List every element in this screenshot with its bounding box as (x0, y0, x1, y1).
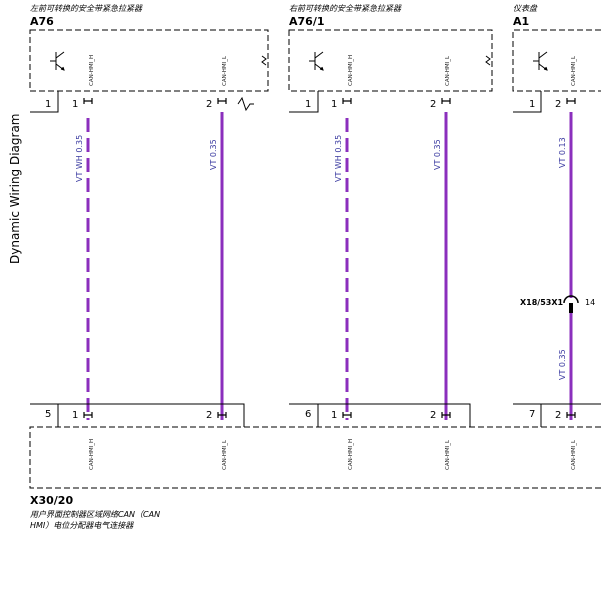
pin-number: 1 (72, 410, 78, 421)
pin-signal-label: CAN-HMI_L (445, 55, 451, 86)
component-id-a1[interactable]: A1 (513, 15, 529, 28)
transistor-icon (50, 51, 65, 71)
pin-signal-label: CAN-HMI_L (222, 439, 228, 470)
connector-number: 6 (305, 409, 311, 420)
component-id-a76[interactable]: A76 (30, 15, 54, 28)
pin-signal-label: CAN-HMI_H (89, 439, 95, 470)
component-box-a1 (512, 29, 601, 92)
pin-number: 2 (430, 99, 436, 110)
splice-label: X18/53X1 (520, 298, 564, 307)
pin-signal-label: CAN-HMI_L (571, 55, 577, 86)
connector-frame (30, 403, 601, 427)
wire-label: VT 0.35 (209, 139, 218, 170)
side-title: Dynamic Wiring Diagram (8, 114, 22, 265)
connector-frame (30, 91, 542, 113)
pin-number: 1 (331, 410, 337, 421)
pin-signal-label: CAN-HMI_H (348, 439, 354, 470)
component-box-x30-20 (29, 426, 601, 489)
pin-marker (83, 98, 576, 104)
pin-number: 2 (206, 99, 212, 110)
pin-signal-label: CAN-HMI_L (445, 439, 451, 470)
pin-number: 2 (555, 99, 561, 110)
component-id-x30-20[interactable]: X30/20 (30, 494, 73, 507)
pin-signal-label: CAN-HMI_L (222, 55, 228, 86)
connector-number: 1 (529, 99, 535, 110)
component-box-a76 (29, 29, 269, 92)
pin-number: 2 (555, 410, 561, 421)
wire-label: VT 0.13 (558, 137, 567, 168)
component-desc-x30-20-line2: HMI）电位分配器电气连接器 (30, 521, 134, 530)
pin-number: 2 (206, 410, 212, 421)
wire-label: VT WH 0.35 (75, 135, 84, 182)
component-desc-a1: 仪表盘 (513, 4, 538, 13)
connector-number: 7 (529, 409, 535, 420)
wire-label: VT 0.35 (558, 349, 567, 380)
connector-number: 1 (45, 99, 51, 110)
component-id-a76-1[interactable]: A76/1 (289, 15, 325, 28)
splice-connector-icon[interactable] (563, 295, 579, 313)
connector-number: 1 (305, 99, 311, 110)
zigzag-icon (237, 55, 491, 112)
splice-pin: 14 (585, 298, 595, 307)
transistor-icon (309, 51, 324, 71)
component-desc-x30-20-line1: 用户界面控制器区域网络CAN（CAN (30, 510, 160, 519)
pin-signal-label: CAN-HMI_H (89, 55, 95, 86)
component-box-a76-1 (288, 29, 493, 92)
pin-number: 1 (331, 99, 337, 110)
component-desc-a76: 左前可转换的安全带紧急拉紧器 (30, 4, 143, 13)
connector-number: 5 (45, 409, 51, 420)
transistor-icon (533, 51, 548, 71)
pin-marker (83, 412, 576, 418)
pin-signal-label: CAN-HMI_L (571, 439, 577, 470)
pin-number: 2 (430, 410, 436, 421)
wire-label: VT WH 0.35 (334, 135, 343, 182)
wire-label: VT 0.35 (433, 139, 442, 170)
pin-signal-label: CAN-HMI_H (348, 55, 354, 86)
component-desc-a76-1: 右前可转换的安全带紧急拉紧器 (289, 4, 402, 13)
pin-number: 1 (72, 99, 78, 110)
